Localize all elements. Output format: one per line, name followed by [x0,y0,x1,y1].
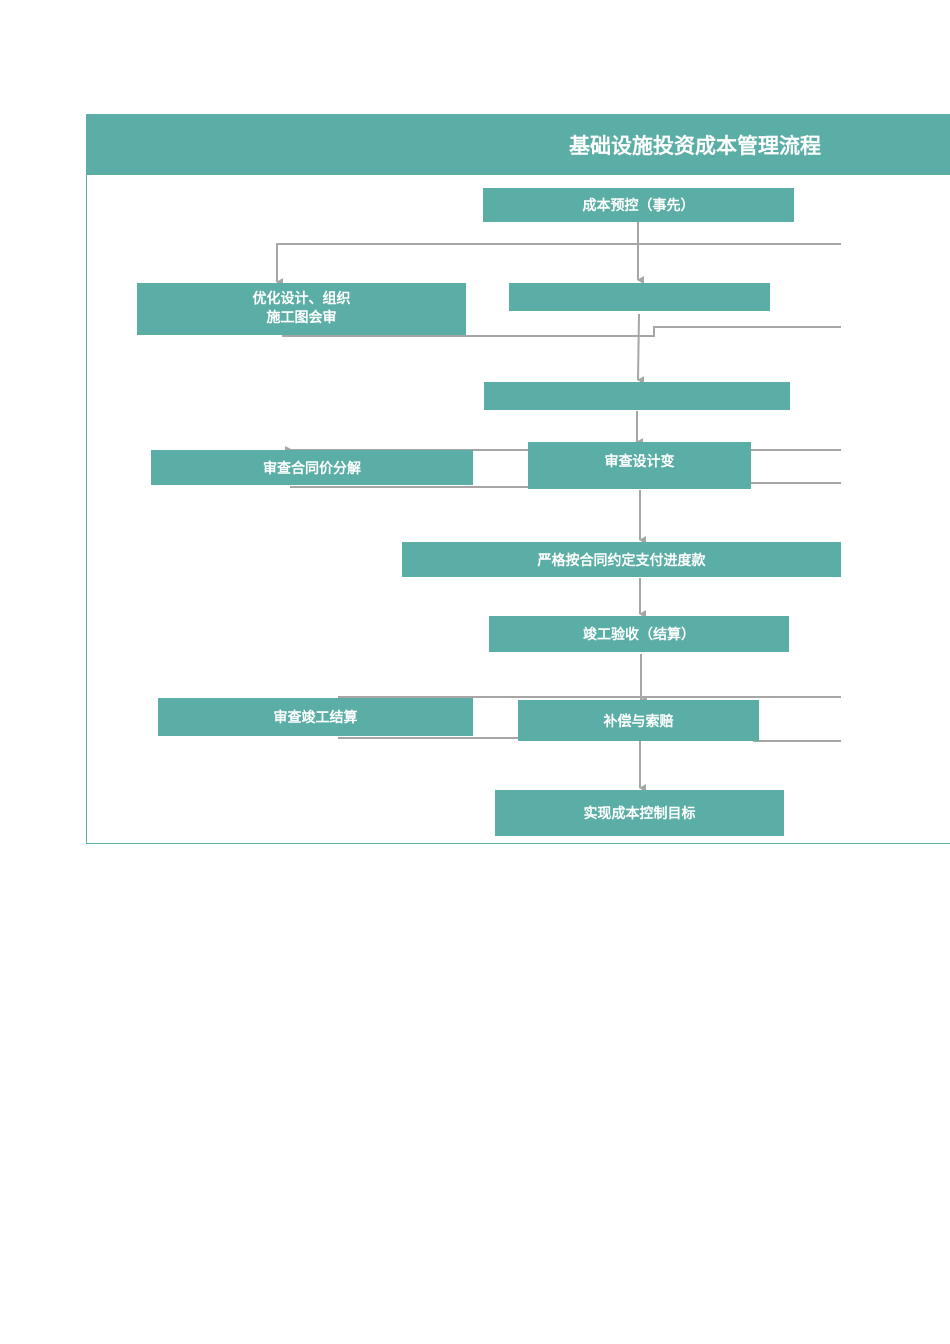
node-step-2 [484,382,790,410]
node-completion-acceptance: 竣工验收（结算） [489,616,789,652]
diagram-frame [86,114,950,844]
node-optimize-design: 优化设计、组织 施工图会审 [137,283,466,335]
connector-return-optimize [282,326,841,337]
node-completion-acceptance-label: 竣工验收（结算） [583,627,695,643]
node-review-completion-settlement-label: 审查竣工结算 [273,710,358,726]
node-review-contract-price: 审查合同价分解 [151,450,473,485]
connector-branch-optimize [276,243,841,286]
node-step-1 [509,283,770,311]
node-achieve-target-label: 实现成本控制目标 [583,806,696,822]
node-review-completion-settlement: 审查竣工结算 [158,698,473,736]
node-review-design-change-label: 审查设计变 [604,454,675,470]
node-pre-control-label: 成本预控（事先） [582,198,695,214]
node-compensation-claims: 补偿与索赔 [518,700,759,741]
node-pre-control: 成本预控（事先） [483,188,794,222]
title-bar [86,114,950,175]
node-review-design-change: 审查设计变 [528,442,751,489]
node-compensation-claims-label: 补偿与索赔 [603,713,674,730]
diagram-title: 基础设施投资成本管理流程 [569,134,821,158]
node-achieve-target: 实现成本控制目标 [495,790,784,836]
connector-step1-to-step2 [637,313,645,385]
node-pay-progress: 严格按合同约定支付进度款 [402,542,841,577]
node-review-contract-price-label: 审查合同价分解 [263,460,361,477]
node-optimize-design-label: 优化设计、组织 施工图会审 [252,291,351,326]
node-pay-progress-label: 严格按合同约定支付进度款 [537,552,706,569]
